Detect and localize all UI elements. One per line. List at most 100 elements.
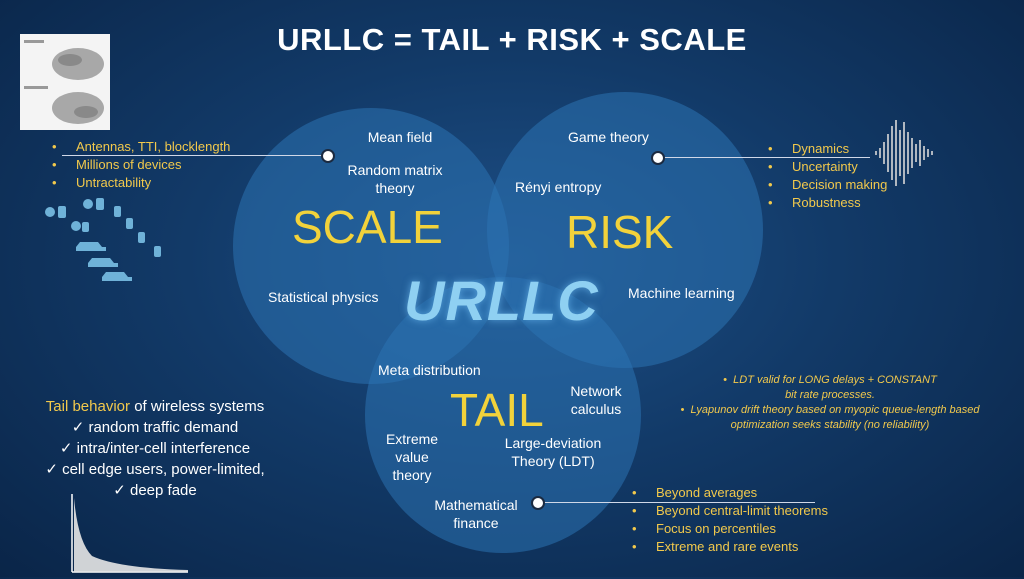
bullet-text: Decision making (792, 177, 888, 192)
bullet-icon: • (768, 159, 773, 174)
list-item: ✓ cell edge users, power-limited, (0, 459, 310, 480)
tail-evt-line2: value (395, 449, 429, 465)
tail-network-line2: calculus (570, 401, 622, 417)
bullet-icon: • (768, 195, 773, 210)
risk-label: RISK (566, 206, 674, 258)
list-item: ✓ deep fade (0, 480, 310, 501)
waveform-icon (870, 118, 942, 188)
ldt-note: • LDT valid for LONG delays + CONSTANT b… (640, 373, 1020, 433)
tail-bullet-list: • Beyond averages • Beyond central-limit t… (632, 484, 828, 556)
tail-network-line1: Network (570, 383, 622, 399)
risk-renyi-entropy: Rényi entropy (515, 179, 602, 195)
risk-bullet-list: •Dynamics •Uncertainty •Decision making … (768, 140, 887, 212)
list-item: • Beyond central-limit theorems (632, 502, 828, 520)
tail-behavior-title: Tail behavior of wireless systems (0, 396, 310, 417)
check-icon: ✓ (113, 482, 126, 499)
bullet-text: Robustness (792, 195, 861, 210)
bullet-text: Extreme and rare events (656, 539, 799, 554)
list-item: • Uncertainty (768, 158, 887, 176)
bullet-icon: • (768, 141, 773, 156)
check-icon: ✓ (71, 419, 85, 436)
list-item: • Robustness (768, 194, 887, 212)
scale-stat-physics: Statistical physics (268, 289, 379, 305)
devices-and-cars-icon (36, 186, 186, 282)
note-line4: optimization seeks stability (no reliabi… (730, 419, 930, 431)
bullet-icon: • (52, 157, 57, 172)
tail-extreme-value-theory: Extreme value theory (380, 430, 444, 484)
bullet-icon: • (680, 404, 685, 416)
tail-behavior-item: random traffic demand (88, 419, 239, 436)
note-line1: • LDT valid for LONG delays + CONSTANT (640, 373, 1020, 388)
bullet-icon: • (52, 175, 57, 190)
note-line3: • Lyapunov drift theory based on myopic … (640, 403, 1020, 418)
list-item: • Millions of devices (52, 156, 230, 174)
scatter-thumbnail-image (20, 34, 110, 130)
tail-circle (365, 277, 641, 553)
behavior-word: behavior (72, 398, 131, 415)
tail-math-fin-line1: Mathematical (434, 497, 518, 513)
page-title: URLLC = TAIL + RISK + SCALE (277, 22, 747, 57)
risk-machine-learning: Machine learning (628, 285, 735, 301)
tail-mathematical-finance: Mathematical finance (424, 496, 528, 532)
tail-label: TAIL (450, 384, 544, 436)
check-icon: ✓ (59, 440, 73, 457)
scale-bullet-list: • Antennas, TTI, blocklength • Millions of… (52, 138, 230, 192)
tail-word: Tail (45, 398, 69, 415)
tail-ldt-line2: Theory (LDT) (511, 453, 595, 469)
scale-label: SCALE (292, 201, 443, 253)
scale-mean-field: Mean field (367, 129, 433, 145)
risk-connector-line (660, 157, 870, 158)
tail-ldt: Large-deviation Theory (LDT) (496, 434, 610, 470)
bullet-icon: • (632, 503, 637, 518)
tail-behavior-item: deep fade (130, 482, 197, 499)
tail-network-calculus: Network calculus (560, 382, 632, 418)
list-item: • Beyond averages (632, 484, 828, 502)
tail-math-fin-line2: finance (453, 515, 499, 531)
list-item: • Decision making (768, 176, 887, 194)
bullet-text: Focus on percentiles (656, 521, 776, 536)
tail-connector-line (540, 502, 815, 503)
bullet-icon: • (632, 521, 637, 536)
list-item: ✓ random traffic demand (0, 417, 310, 438)
bullet-text: Millions of devices (76, 157, 182, 172)
bullet-text: Untractability (76, 175, 152, 190)
list-item: • Focus on percentiles (632, 520, 828, 538)
bullet-text: Uncertainty (792, 159, 858, 174)
list-item: • Extreme and rare events (632, 538, 828, 556)
tail-meta-distribution: Meta distribution (378, 362, 481, 378)
bullet-icon: • (52, 139, 57, 154)
tail-behavior-box: Tail behavior of wireless systems ✓ rand… (0, 396, 310, 501)
risk-game-theory: Game theory (568, 129, 649, 145)
scale-connector-line (62, 155, 328, 156)
bullet-icon: • (768, 177, 773, 192)
bullet-text: Beyond central-limit theorems (656, 503, 828, 518)
tail-ldt-line1: Large-deviation (504, 435, 602, 451)
tail-connector-node (531, 496, 545, 510)
list-item: • Untractability (52, 174, 230, 192)
tail-behavior-item: intra/inter-cell interference (76, 440, 251, 457)
urllc-center-label: URLLC (404, 269, 599, 332)
list-item: ✓ intra/inter-cell interference (0, 438, 310, 459)
scale-random-matrix-line1: Random matrix (347, 162, 443, 178)
bullet-text: Dynamics (792, 141, 850, 156)
bullet-icon: • (723, 374, 728, 386)
scale-random-matrix: Random matrix theory (330, 161, 460, 197)
scale-connector-node (321, 149, 335, 163)
note-text: Lyapunov drift theory based on myopic qu… (690, 404, 980, 416)
bullet-text: Antennas, TTI, blocklength (76, 139, 231, 154)
tail-evt-line3: theory (392, 467, 432, 483)
note-text: LDT valid for LONG delays + CONSTANT (733, 374, 937, 386)
bullet-icon: • (632, 539, 637, 554)
bullet-text: Beyond averages (656, 485, 758, 500)
tail-behavior-title-rest: of wireless systems (134, 398, 265, 415)
list-item: • Dynamics (768, 140, 887, 158)
check-icon: ✓ (45, 461, 58, 478)
risk-connector-node (651, 151, 665, 165)
note-line2: bit rate processes. (785, 389, 875, 401)
bullet-icon: • (632, 485, 637, 500)
list-item: • Antennas, TTI, blocklength (52, 138, 230, 156)
tail-evt-line1: Extreme (385, 431, 439, 447)
tail-behavior-item: cell edge users, power-limited, (62, 461, 265, 478)
scale-random-matrix-line2: theory (375, 180, 415, 196)
scatter-plot-icon (24, 40, 104, 124)
